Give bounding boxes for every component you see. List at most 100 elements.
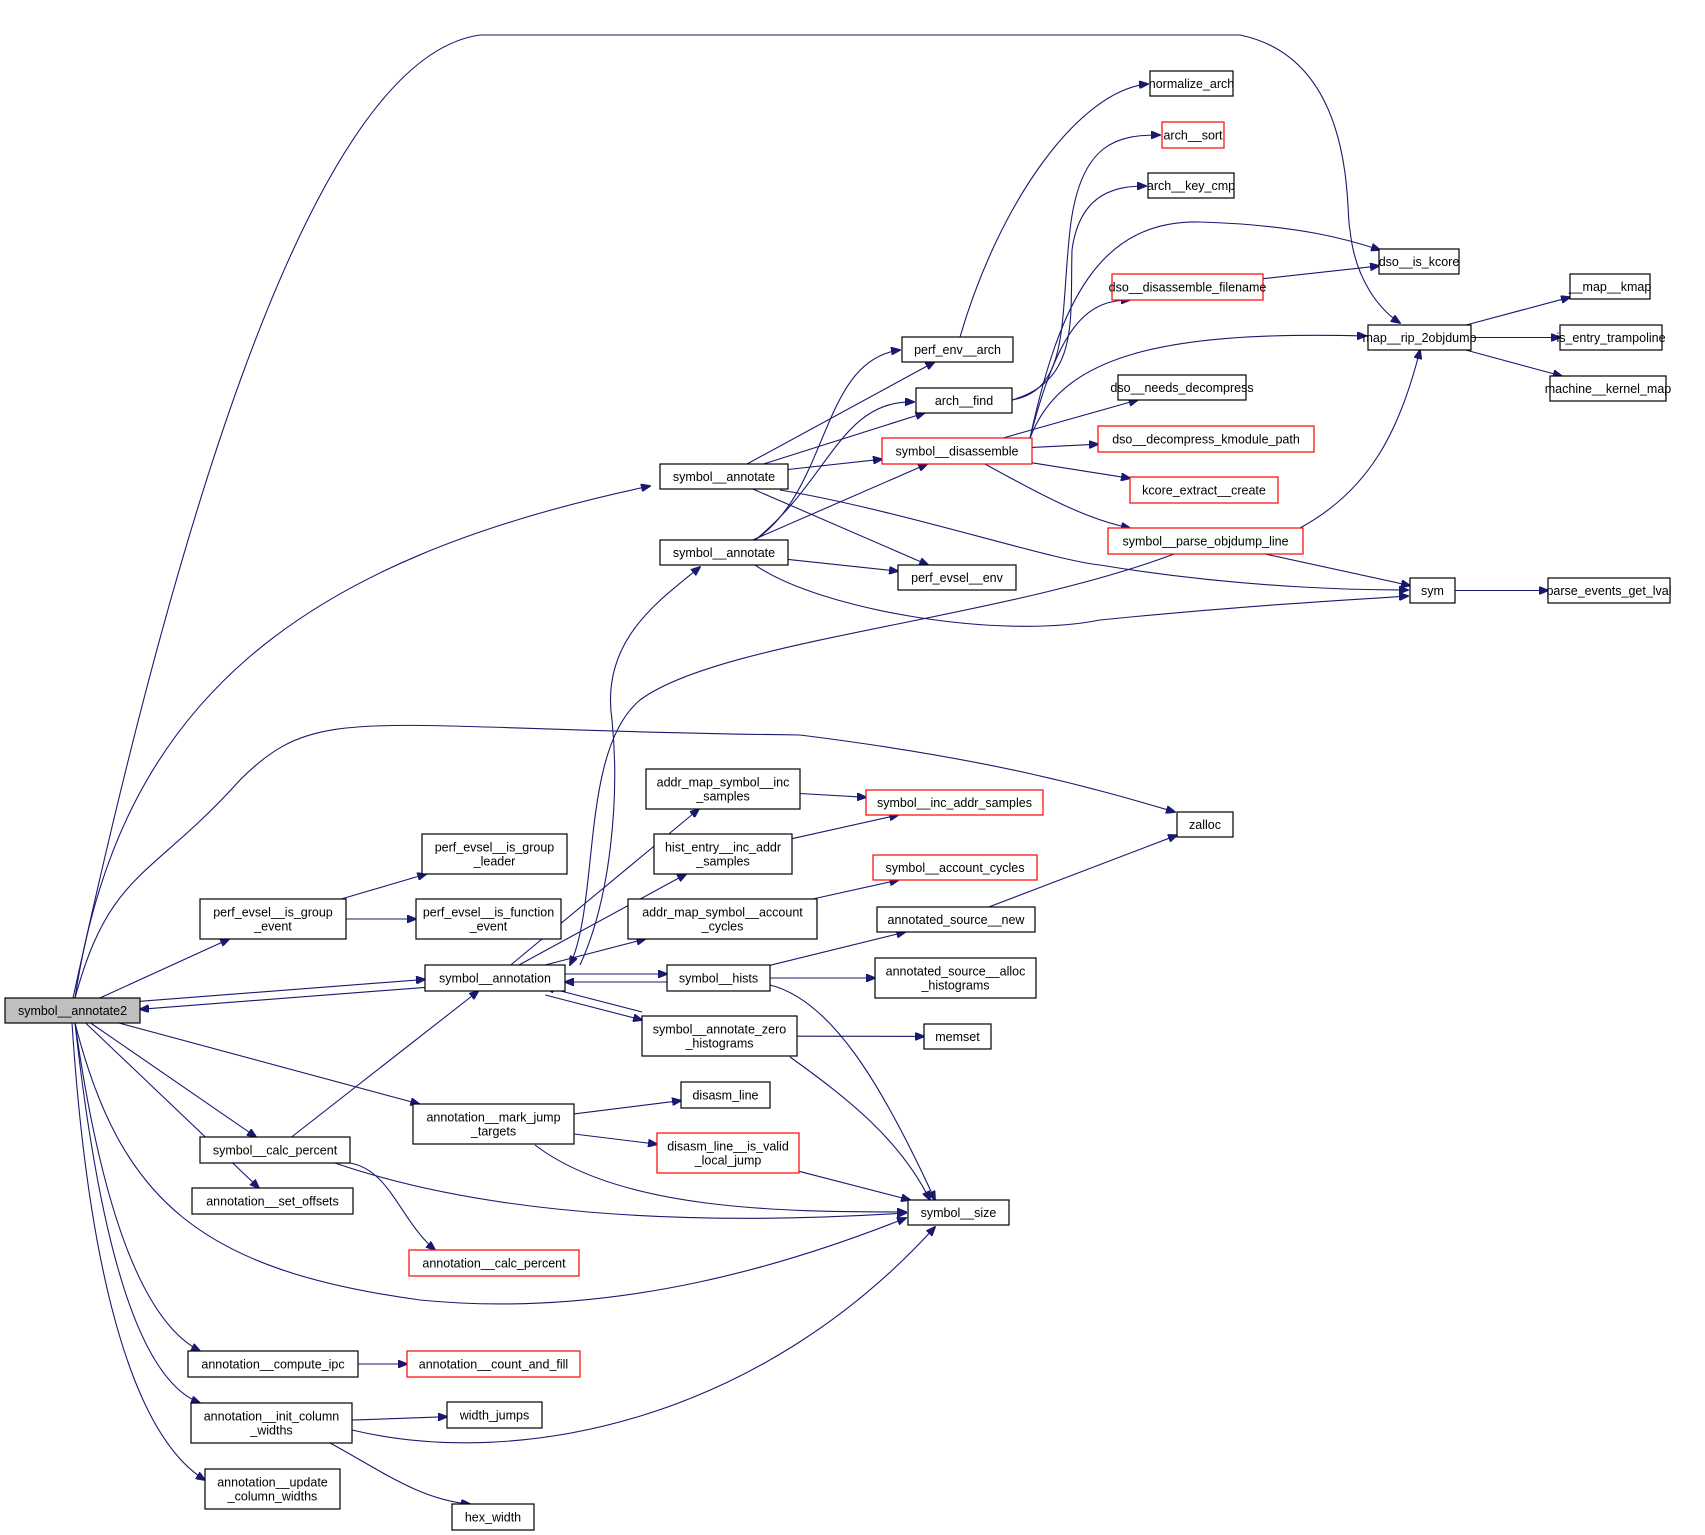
node-parse_events_get_lval[interactable]: parse_events_get_lval [1546, 577, 1672, 604]
node-perf_evsel__is_group_leader[interactable]: perf_evsel__is_group_leader [421, 833, 568, 875]
node-box[interactable] [451, 1503, 535, 1531]
node-box[interactable] [1569, 273, 1651, 300]
node-symbol__annotate2[interactable]: symbol__annotate2 [4, 997, 141, 1024]
node-perf_env__arch[interactable]: perf_env__arch [901, 336, 1014, 363]
node-symbol__parse_objdump_line[interactable]: symbol__parse_objdump_line [1107, 527, 1304, 555]
node-box[interactable] [204, 1468, 341, 1510]
node-box[interactable] [1409, 577, 1456, 604]
node-addr_map_symbol__account_cycles[interactable]: addr_map_symbol__account_cycles [627, 898, 818, 940]
node-box[interactable] [874, 957, 1037, 999]
node-disasm_line[interactable]: disasm_line [680, 1081, 771, 1109]
node-box[interactable] [1547, 577, 1671, 604]
node-box[interactable] [191, 1187, 354, 1215]
node-symbol__inc_addr_samples[interactable]: symbol__inc_addr_samples [865, 789, 1044, 816]
node-perf_evsel__is_function_event[interactable]: perf_evsel__is_function_event [415, 898, 562, 940]
node-box[interactable] [1097, 425, 1315, 453]
node-box[interactable] [412, 1103, 575, 1145]
node-box[interactable] [915, 387, 1013, 414]
node-box[interactable] [408, 1249, 580, 1277]
node-box[interactable] [406, 1350, 581, 1378]
node-width_jumps[interactable]: width_jumps [446, 1401, 543, 1429]
node-box[interactable] [1117, 374, 1247, 401]
node-box[interactable] [907, 1199, 1010, 1226]
node-symbol__calc_percent[interactable]: symbol__calc_percent [199, 1136, 351, 1164]
node-perf_evsel__env[interactable]: perf_evsel__env [897, 564, 1017, 591]
node-box[interactable] [1367, 324, 1472, 351]
node-dso__disassemble_filename[interactable]: dso__disassemble_filename [1109, 273, 1267, 301]
node-annotation__update_column_widths[interactable]: annotation__update_column_widths [204, 1468, 341, 1510]
node-symbol__annotation[interactable]: symbol__annotation [424, 964, 566, 992]
node-box[interactable] [421, 833, 568, 875]
node-box[interactable] [199, 1136, 351, 1164]
node-box[interactable] [865, 789, 1044, 816]
node-box[interactable] [1559, 324, 1663, 351]
node-box[interactable] [187, 1350, 359, 1378]
node-map__rip_2objdump[interactable]: map__rip_2objdump [1363, 324, 1477, 351]
node-disasm_line__is_valid_local_jump[interactable]: disasm_line__is_valid_local_jump [656, 1132, 800, 1174]
node-box[interactable] [1107, 527, 1304, 555]
node-hex_width[interactable]: hex_width [451, 1503, 535, 1531]
node-arch__key_cmp[interactable]: arch__key_cmp [1147, 172, 1235, 199]
node-box[interactable] [415, 898, 562, 940]
node-annotation__compute_ipc[interactable]: annotation__compute_ipc [187, 1350, 359, 1378]
node-box[interactable] [680, 1081, 771, 1109]
node-hist_entry__inc_addr_samples[interactable]: hist_entry__inc_addr_samples [653, 833, 793, 875]
node-machine__kernel_map[interactable]: machine__kernel_map [1545, 375, 1672, 402]
node-symbol__hists[interactable]: symbol__hists [666, 964, 771, 992]
node-dso__decompress_kmodule_path[interactable]: dso__decompress_kmodule_path [1097, 425, 1315, 453]
node-dso__needs_decompress[interactable]: dso__needs_decompress [1110, 374, 1254, 401]
node-annotation__count_and_fill[interactable]: annotation__count_and_fill [406, 1350, 581, 1378]
node-box[interactable] [923, 1023, 992, 1050]
node-symbol__annotate_zero_histograms[interactable]: symbol__annotate_zero_histograms [641, 1015, 798, 1057]
node-normalize_arch[interactable]: normalize_arch [1149, 70, 1235, 97]
node-box[interactable] [199, 898, 347, 940]
node-symbol__annotate_b[interactable]: symbol__annotate [659, 539, 789, 566]
node-box[interactable] [1147, 172, 1235, 199]
node-box[interactable] [1176, 811, 1234, 838]
node-box[interactable] [4, 997, 141, 1024]
node-box[interactable] [659, 463, 789, 490]
node-box[interactable] [656, 1132, 800, 1174]
node-annotated_source__alloc_histograms[interactable]: annotated_source__alloc_histograms [874, 957, 1037, 999]
node-annotated_source__new[interactable]: annotated_source__new [876, 906, 1036, 933]
node-box[interactable] [659, 539, 789, 566]
node-box[interactable] [645, 768, 801, 810]
node-box[interactable] [876, 906, 1036, 933]
node-box[interactable] [897, 564, 1017, 591]
node-dso__is_kcore[interactable]: dso__is_kcore [1378, 248, 1460, 275]
node-box[interactable] [424, 964, 566, 992]
node-box[interactable] [872, 854, 1038, 881]
node-addr_map_symbol__inc_samples[interactable]: addr_map_symbol__inc_samples [645, 768, 801, 810]
node-box[interactable] [1549, 375, 1667, 402]
node-arch__find[interactable]: arch__find [915, 387, 1013, 414]
node-symbol__disassemble[interactable]: symbol__disassemble [881, 437, 1033, 465]
node-box[interactable] [881, 437, 1033, 465]
node-box[interactable] [1111, 273, 1264, 301]
node-box[interactable] [446, 1401, 543, 1429]
node-box[interactable] [901, 336, 1014, 363]
node-arch__sort[interactable]: arch__sort [1161, 121, 1225, 149]
node-box[interactable] [666, 964, 771, 992]
node-box[interactable] [1161, 121, 1225, 149]
node-box[interactable] [1149, 70, 1234, 97]
node-zalloc[interactable]: zalloc [1176, 811, 1234, 838]
node-annotation__init_column_widths[interactable]: annotation__init_column_widths [190, 1402, 353, 1444]
node-perf_evsel__is_group_event[interactable]: perf_evsel__is_group_event [199, 898, 347, 940]
node-box[interactable] [627, 898, 818, 940]
node-symbol__size[interactable]: symbol__size [907, 1199, 1010, 1226]
node-box[interactable] [653, 833, 793, 875]
node-annotation__mark_jump_targets[interactable]: annotation__mark_jump_targets [412, 1103, 575, 1145]
node-box[interactable] [190, 1402, 353, 1444]
node-annotation__set_offsets[interactable]: annotation__set_offsets [191, 1187, 354, 1215]
node-box[interactable] [1378, 248, 1460, 275]
node-is_entry_trampoline[interactable]: is_entry_trampoline [1556, 324, 1666, 351]
node-kcore_extract__create[interactable]: kcore_extract__create [1129, 476, 1279, 504]
node-box[interactable] [641, 1015, 798, 1057]
node-sym[interactable]: sym [1409, 577, 1456, 604]
node-symbol__annotate_a[interactable]: symbol__annotate [659, 463, 789, 490]
node-memset[interactable]: memset [923, 1023, 992, 1050]
node-symbol__account_cycles[interactable]: symbol__account_cycles [872, 854, 1038, 881]
node-box[interactable] [1129, 476, 1279, 504]
node-__map__kmap[interactable]: __map__kmap [1568, 273, 1652, 300]
node-annotation__calc_percent[interactable]: annotation__calc_percent [408, 1249, 580, 1277]
